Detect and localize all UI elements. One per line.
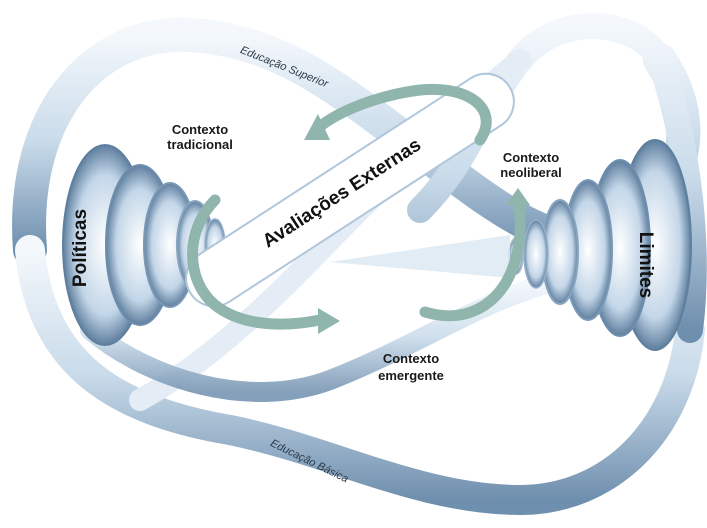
context-tradicional-line1: Contexto: [172, 122, 228, 137]
cycle-arrows: [187, 83, 526, 330]
arrowhead-left: [318, 308, 340, 334]
right-label: Limites: [635, 232, 656, 299]
arrow-right: [419, 194, 526, 322]
arrow-heads: [304, 114, 530, 334]
arrow-left: [187, 194, 326, 330]
arrow-top: [312, 83, 492, 146]
outer-ribbon-bottom: [15, 235, 705, 516]
context-neoliberal-line2: neoliberal: [500, 165, 561, 180]
context-emergente-line2: emergente: [378, 368, 444, 383]
context-tradicional-line2: tradicional: [167, 137, 233, 152]
left-label: Políticas: [70, 209, 91, 287]
central-funnel: [330, 235, 510, 278]
arrowhead-right: [506, 188, 530, 205]
right-coil: [508, 139, 692, 351]
context-tradicional: Contexto tradicional: [167, 122, 233, 152]
context-neoliberal: Contexto neoliberal: [500, 150, 561, 180]
context-emergente: Contexto emergente: [378, 351, 444, 383]
context-neoliberal-line1: Contexto: [503, 150, 559, 165]
central-band: [185, 72, 515, 308]
arrowhead-top: [304, 114, 330, 140]
context-emergente-line1: Contexto: [383, 351, 439, 366]
left-coil: [62, 144, 226, 346]
